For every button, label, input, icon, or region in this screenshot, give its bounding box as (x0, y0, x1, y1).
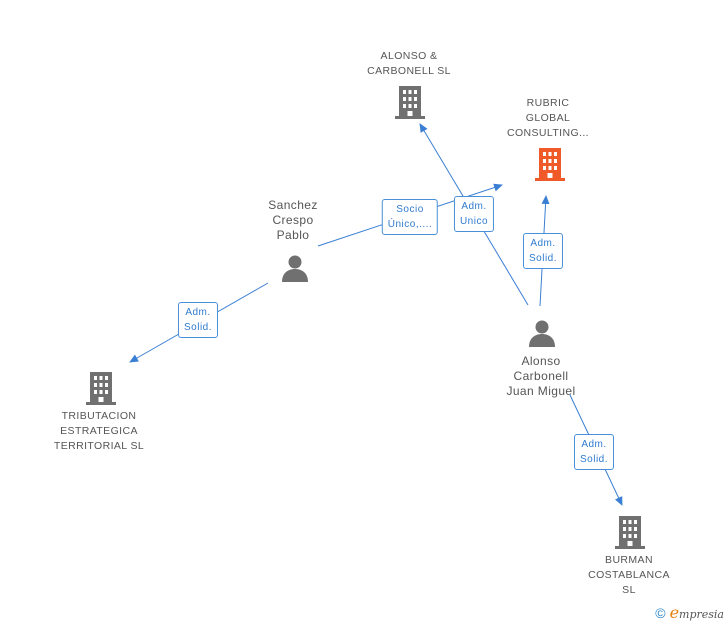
node-label-sanchez[interactable]: Sanchez Crespo Pablo (268, 198, 318, 242)
node-label-rubric[interactable]: RUBRIC GLOBAL CONSULTING... (506, 97, 590, 139)
brand-text: mpresia (679, 608, 724, 621)
brand-e: e (669, 603, 680, 622)
edge-label-adm-solid-tributacion[interactable]: Adm. Solid. (177, 302, 219, 338)
person-icon[interactable] (527, 318, 557, 348)
person-icon[interactable] (280, 253, 310, 283)
building-icon[interactable] (86, 370, 116, 406)
building-icon[interactable] (395, 84, 425, 120)
node-label-alonso-juan[interactable]: Alonso Carbonell Juan Miguel (506, 354, 576, 398)
edge-label-adm-unico[interactable]: Adm. Unico (453, 196, 495, 232)
node-label-alonso-carbonell-sl[interactable]: ALONSO & CARBONELL SL (367, 50, 451, 77)
empresia-logo: © empresia (655, 603, 724, 622)
copyright-symbol: © (655, 604, 666, 621)
edge-label-socio-unico[interactable]: Socio Único,.... (381, 199, 439, 235)
edge-label-adm-solid-rubric[interactable]: Adm. Solid. (522, 233, 564, 269)
building-icon[interactable] (535, 146, 565, 182)
edge-label-adm-solid-burman[interactable]: Adm. Solid. (573, 434, 615, 470)
node-label-tributacion[interactable]: TRIBUTACION ESTRATEGICA TERRITORIAL SL (53, 410, 145, 452)
node-label-burman[interactable]: BURMAN COSTABLANCA SL (588, 554, 670, 596)
building-icon[interactable] (615, 514, 645, 550)
